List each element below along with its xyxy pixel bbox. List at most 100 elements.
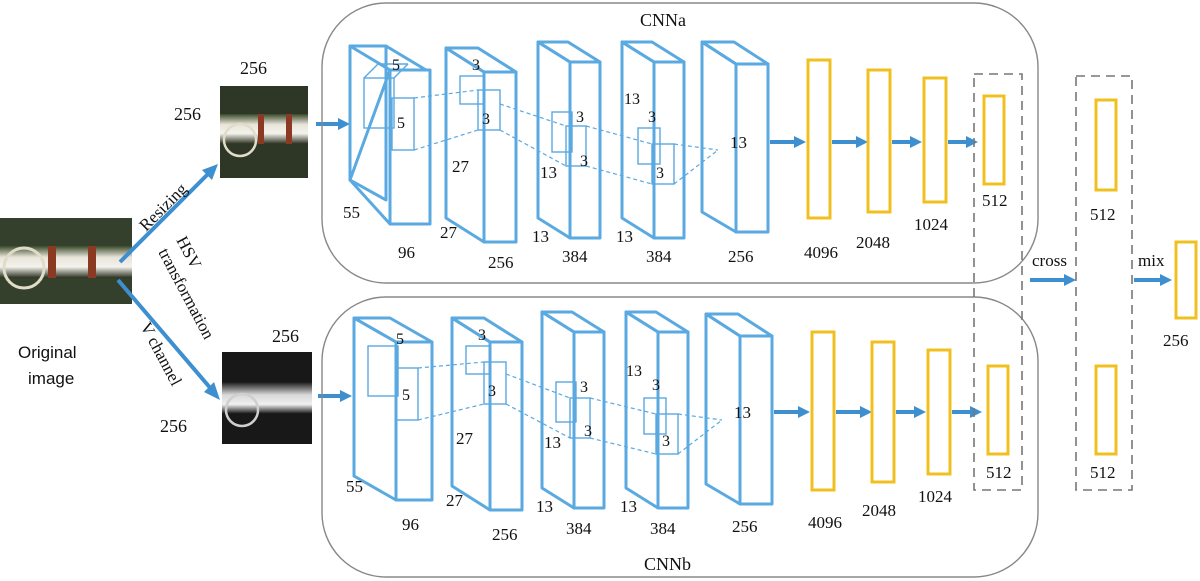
original-image-label-line1: Original [18, 343, 77, 362]
branch-a-conv2-channels: 256 [488, 253, 514, 272]
branch-b-conv4-channels: 384 [650, 519, 676, 538]
original-image [0, 218, 132, 304]
branch-b-conv2 [450, 316, 524, 512]
branch-b-fc2 [870, 340, 896, 484]
branch-a-conv4-height2: 13 [616, 227, 633, 246]
branch-b-conv3-kernel-label: 3 [580, 379, 588, 396]
branch-b-conv3-height2: 13 [536, 497, 553, 516]
branch-a-conv3-height2: 13 [532, 227, 549, 246]
branch-b-frame [321, 296, 1039, 578]
branch-b-conv1-height: 55 [346, 477, 363, 496]
branch-b-conv4-kernel [643, 397, 679, 455]
branch-a-conv2-height2: 27 [440, 223, 458, 242]
branch-a-conv2-kernel-label2: 3 [482, 111, 490, 128]
branch-a-conv5-height: 13 [730, 133, 747, 152]
branch-b-fc4 [986, 364, 1010, 456]
branch-b-conv4-kernel-label2: 3 [662, 433, 670, 450]
branch-b-conv1-kernel [367, 345, 419, 421]
cross-group-frame [1075, 75, 1133, 491]
branch-b-conv1-channels: 96 [402, 515, 419, 534]
original-image-label-line2: image [28, 369, 74, 388]
branch-a-fc2 [866, 68, 892, 214]
branch-b-fc1 [810, 330, 836, 492]
cross-arrow [1030, 274, 1076, 286]
branch-b-conv3-channels: 384 [566, 519, 592, 538]
branch-a-conv1 [348, 44, 432, 226]
branch-a-conv4-kernel-label2: 3 [656, 165, 664, 182]
branch-b-conv2-kernel-label: 3 [478, 327, 486, 344]
mix-label: mix [1138, 251, 1165, 270]
cross-fc-bottom [1094, 364, 1118, 456]
branch-b-conv1-kernel-label2: 5 [402, 387, 410, 404]
branch-a-conv3-kernel [551, 111, 587, 167]
branch-b-conv1-kernel-label: 5 [396, 331, 404, 348]
branch-a-conv3-kernel-label2: 3 [580, 153, 588, 170]
branch-b-conv5-height: 13 [734, 403, 751, 422]
v-channel-size-side: 256 [160, 416, 187, 436]
cross-fc-top-label: 512 [1090, 205, 1116, 224]
branch-b-conv3-height: 13 [544, 433, 561, 452]
branch-a-conv4-height: 13 [624, 91, 640, 108]
branch-a-fc4 [982, 94, 1006, 186]
branch-b-conv2-kernel-label2: 3 [488, 383, 496, 400]
branch-b-conv2-channels: 256 [492, 525, 518, 544]
branch-a-fc4-label: 512 [982, 191, 1008, 210]
output-fc-label: 256 [1163, 331, 1189, 350]
branch-a-kernel-projections [413, 89, 719, 185]
resized-image [220, 86, 308, 178]
branch-a-conv3 [536, 40, 602, 240]
branch-b-arrow-fc2-fc3 [896, 406, 926, 418]
v-channel-size-top: 256 [272, 326, 299, 346]
v-channel-image [222, 352, 312, 444]
cross-fc-top [1094, 98, 1118, 192]
branch-a-conv1-kernel-label: 5 [392, 57, 400, 74]
cross-fc-bottom-label: 512 [1090, 463, 1116, 482]
branch-a-conv2-height: 27 [452, 157, 470, 176]
branch-b-conv2-height: 27 [456, 429, 474, 448]
branch-b-conv3-kernel-label2: 3 [584, 423, 592, 440]
branch-a-fc2-label: 2048 [856, 233, 890, 252]
branch-a-fc1 [806, 58, 832, 220]
mix-arrow [1134, 274, 1172, 286]
branch-a-conv4-kernel [637, 127, 675, 185]
resized-size-top: 256 [240, 58, 267, 78]
edge-resizing-label: Resizing [135, 179, 191, 235]
branch-a-title: CNNa [640, 10, 686, 30]
branch-b-fc4-label: 512 [986, 463, 1012, 482]
branch-b-conv5-channels: 256 [732, 517, 758, 536]
branch-a-conv3-height: 13 [540, 163, 557, 182]
branch-a-conv4 [620, 40, 686, 240]
fc512-group-frame [973, 73, 1023, 491]
edge-resizing-arrow [118, 164, 218, 264]
branch-b-conv4 [624, 310, 690, 510]
branch-b-conv4-kernel-label: 3 [652, 377, 660, 394]
branch-a-arrow-fc2-fc3 [892, 136, 922, 148]
branch-a-conv5 [700, 40, 770, 234]
branch-a-conv1-channels: 96 [398, 243, 415, 262]
branch-a-fc3-label: 1024 [914, 215, 949, 234]
branch-b-fc3 [926, 348, 952, 476]
branch-a-conv4-kernel-label: 3 [648, 109, 656, 126]
branch-a-fc1-label: 4096 [804, 243, 838, 262]
output-fc [1174, 240, 1198, 320]
branch-a-frame [321, 2, 1039, 284]
branch-b-fc2-label: 2048 [862, 501, 896, 520]
branch-b-conv5 [704, 312, 774, 506]
branch-a-conv2-kernel-label: 3 [472, 57, 480, 74]
branch-b-conv4-height: 13 [626, 363, 642, 380]
branch-b-arrow-fc1-fc2 [836, 406, 872, 418]
branch-a-conv4-channels: 384 [646, 247, 672, 266]
branch-a-conv2 [444, 46, 518, 244]
branch-a-fc3 [922, 76, 948, 204]
branch-a-conv3-kernel-label: 3 [576, 109, 584, 126]
branch-b-conv1 [352, 316, 434, 502]
branch-a-conv1-kernel-label2: 5 [397, 115, 405, 132]
branch-a-conv2-kernel [459, 75, 501, 131]
branch-a-arrow-fc3-fc4 [948, 136, 978, 148]
branch-b-fc1-label: 4096 [808, 513, 842, 532]
arrow-into-branch-a [316, 118, 350, 130]
branch-b-conv3 [540, 310, 606, 510]
branch-b-conv2-height2: 27 [446, 491, 464, 510]
branch-a-conv1-kernel [363, 63, 415, 151]
